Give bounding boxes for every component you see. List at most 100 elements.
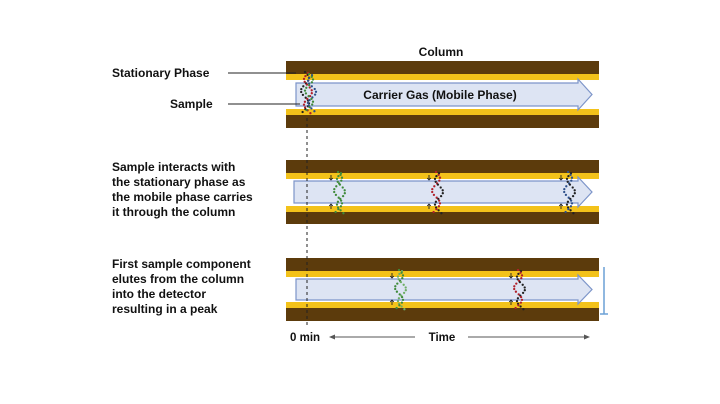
molecule-dot: [517, 272, 520, 276]
molecule-dot: [433, 185, 436, 188]
component-red-cluster: [426, 170, 444, 215]
molecule-dot: [302, 77, 306, 81]
molecule-dot: [520, 274, 524, 277]
molecule-dot: [439, 186, 442, 189]
molecule-dot: [517, 304, 520, 307]
carrier-gas-arrow: [295, 77, 593, 112]
molecule-dot: [311, 103, 314, 106]
molecule-dot: [516, 297, 520, 300]
molecule-dot: [431, 190, 434, 194]
interaction-arrow: [558, 203, 564, 209]
molecule-dot: [308, 76, 311, 80]
molecule-dot: [398, 304, 401, 307]
molecule-dot: [437, 173, 440, 177]
molecule-dot: [306, 101, 310, 105]
molecule-dot: [308, 86, 311, 89]
molecule-dot: [515, 282, 518, 285]
molecule-dot: [310, 107, 313, 110]
molecule-dot: [341, 186, 344, 189]
molecule-dot: [394, 285, 397, 288]
molecule-dot: [398, 272, 401, 276]
interaction-arrow: [508, 299, 514, 305]
molecule-dot: [435, 196, 438, 199]
molecule-dot: [310, 92, 313, 95]
molecule-dot: [399, 280, 403, 284]
molecule-dot: [435, 207, 438, 211]
molecule-dot: [304, 92, 308, 95]
molecule-dot: [563, 187, 566, 191]
molecule-dot: [404, 289, 407, 292]
panel3-line-3: into the detector: [112, 287, 206, 301]
molecule-dot: [523, 286, 526, 289]
molecule-dot: [573, 189, 576, 192]
molecule-dot: [404, 286, 407, 289]
molecule-dot: [306, 79, 310, 82]
molecule-dot: [433, 177, 437, 181]
molecule-dot: [435, 174, 438, 178]
time-axis-right-arrowhead: [584, 334, 590, 340]
interaction-arrow: [426, 203, 432, 209]
molecule-dot: [401, 274, 405, 277]
molecule-dot: [401, 276, 404, 280]
molecule-dot: [432, 193, 436, 197]
molecule-dot: [565, 185, 568, 188]
molecule-dot: [565, 177, 569, 181]
molecule-dot: [516, 278, 519, 281]
molecule-dot: [303, 100, 307, 103]
molecule-dot: [310, 75, 313, 78]
molecule-dot: [308, 106, 311, 109]
molecule-dot: [310, 85, 313, 88]
stationary-phase-bottom: [286, 206, 599, 212]
molecule-dot: [403, 308, 406, 311]
molecule-dot: [519, 305, 522, 308]
molecule-dot: [304, 74, 307, 78]
stationary-phase-top: [286, 271, 599, 277]
molecule-dot: [432, 210, 435, 214]
molecule-dot: [519, 271, 522, 274]
molecule-dot: [396, 275, 400, 278]
molecule-dot: [396, 282, 399, 285]
molecule-dot: [310, 89, 313, 92]
column-wall-bottom: [286, 308, 599, 321]
molecule-dot: [519, 295, 523, 299]
molecule-dot: [433, 203, 437, 206]
interaction-arrow: [426, 175, 432, 181]
molecule-dot: [340, 179, 343, 182]
stationary-phase-top: [286, 173, 599, 179]
molecule-dot: [434, 170, 438, 174]
molecule-dot: [339, 205, 343, 208]
molecule-dot: [517, 293, 520, 296]
molecule-dot: [307, 72, 311, 76]
molecule-dot: [341, 194, 345, 198]
molecule-dot: [395, 290, 399, 293]
molecule-dot: [313, 93, 317, 96]
column-wall-bottom: [286, 115, 599, 128]
column-title: Column: [419, 45, 464, 59]
molecule-dot: [521, 291, 525, 295]
molecule-dot: [338, 183, 342, 186]
interaction-arrow: [328, 203, 334, 209]
molecule-dot: [569, 199, 573, 202]
molecule-dot: [516, 268, 520, 272]
time-axis-label: Time: [429, 332, 456, 344]
molecule-dot: [515, 275, 519, 278]
column-panel-1: Carrier Gas (Mobile Phase): [286, 61, 599, 128]
molecule-dot: [570, 179, 573, 182]
stationary-phase-label: Stationary Phase: [112, 66, 210, 80]
molecule-dot: [518, 280, 522, 284]
sample-label: Sample: [170, 97, 213, 111]
molecule-dot: [573, 192, 576, 195]
stationary-phase-top: [286, 74, 599, 80]
molecule-dot: [340, 202, 344, 205]
stationary-phase-bottom: [286, 109, 599, 115]
column-panel-2: [286, 160, 599, 224]
component-blue-cluster: [558, 170, 576, 215]
molecule-dot: [570, 202, 574, 205]
molecule-dot: [339, 199, 343, 202]
molecule-dot: [520, 276, 523, 280]
molecule-dot: [563, 190, 566, 194]
panel3-line-1: First sample component: [112, 257, 251, 271]
molecule-dot: [301, 93, 305, 97]
molecule-dot: [566, 170, 570, 174]
molecule-dot: [314, 90, 318, 93]
